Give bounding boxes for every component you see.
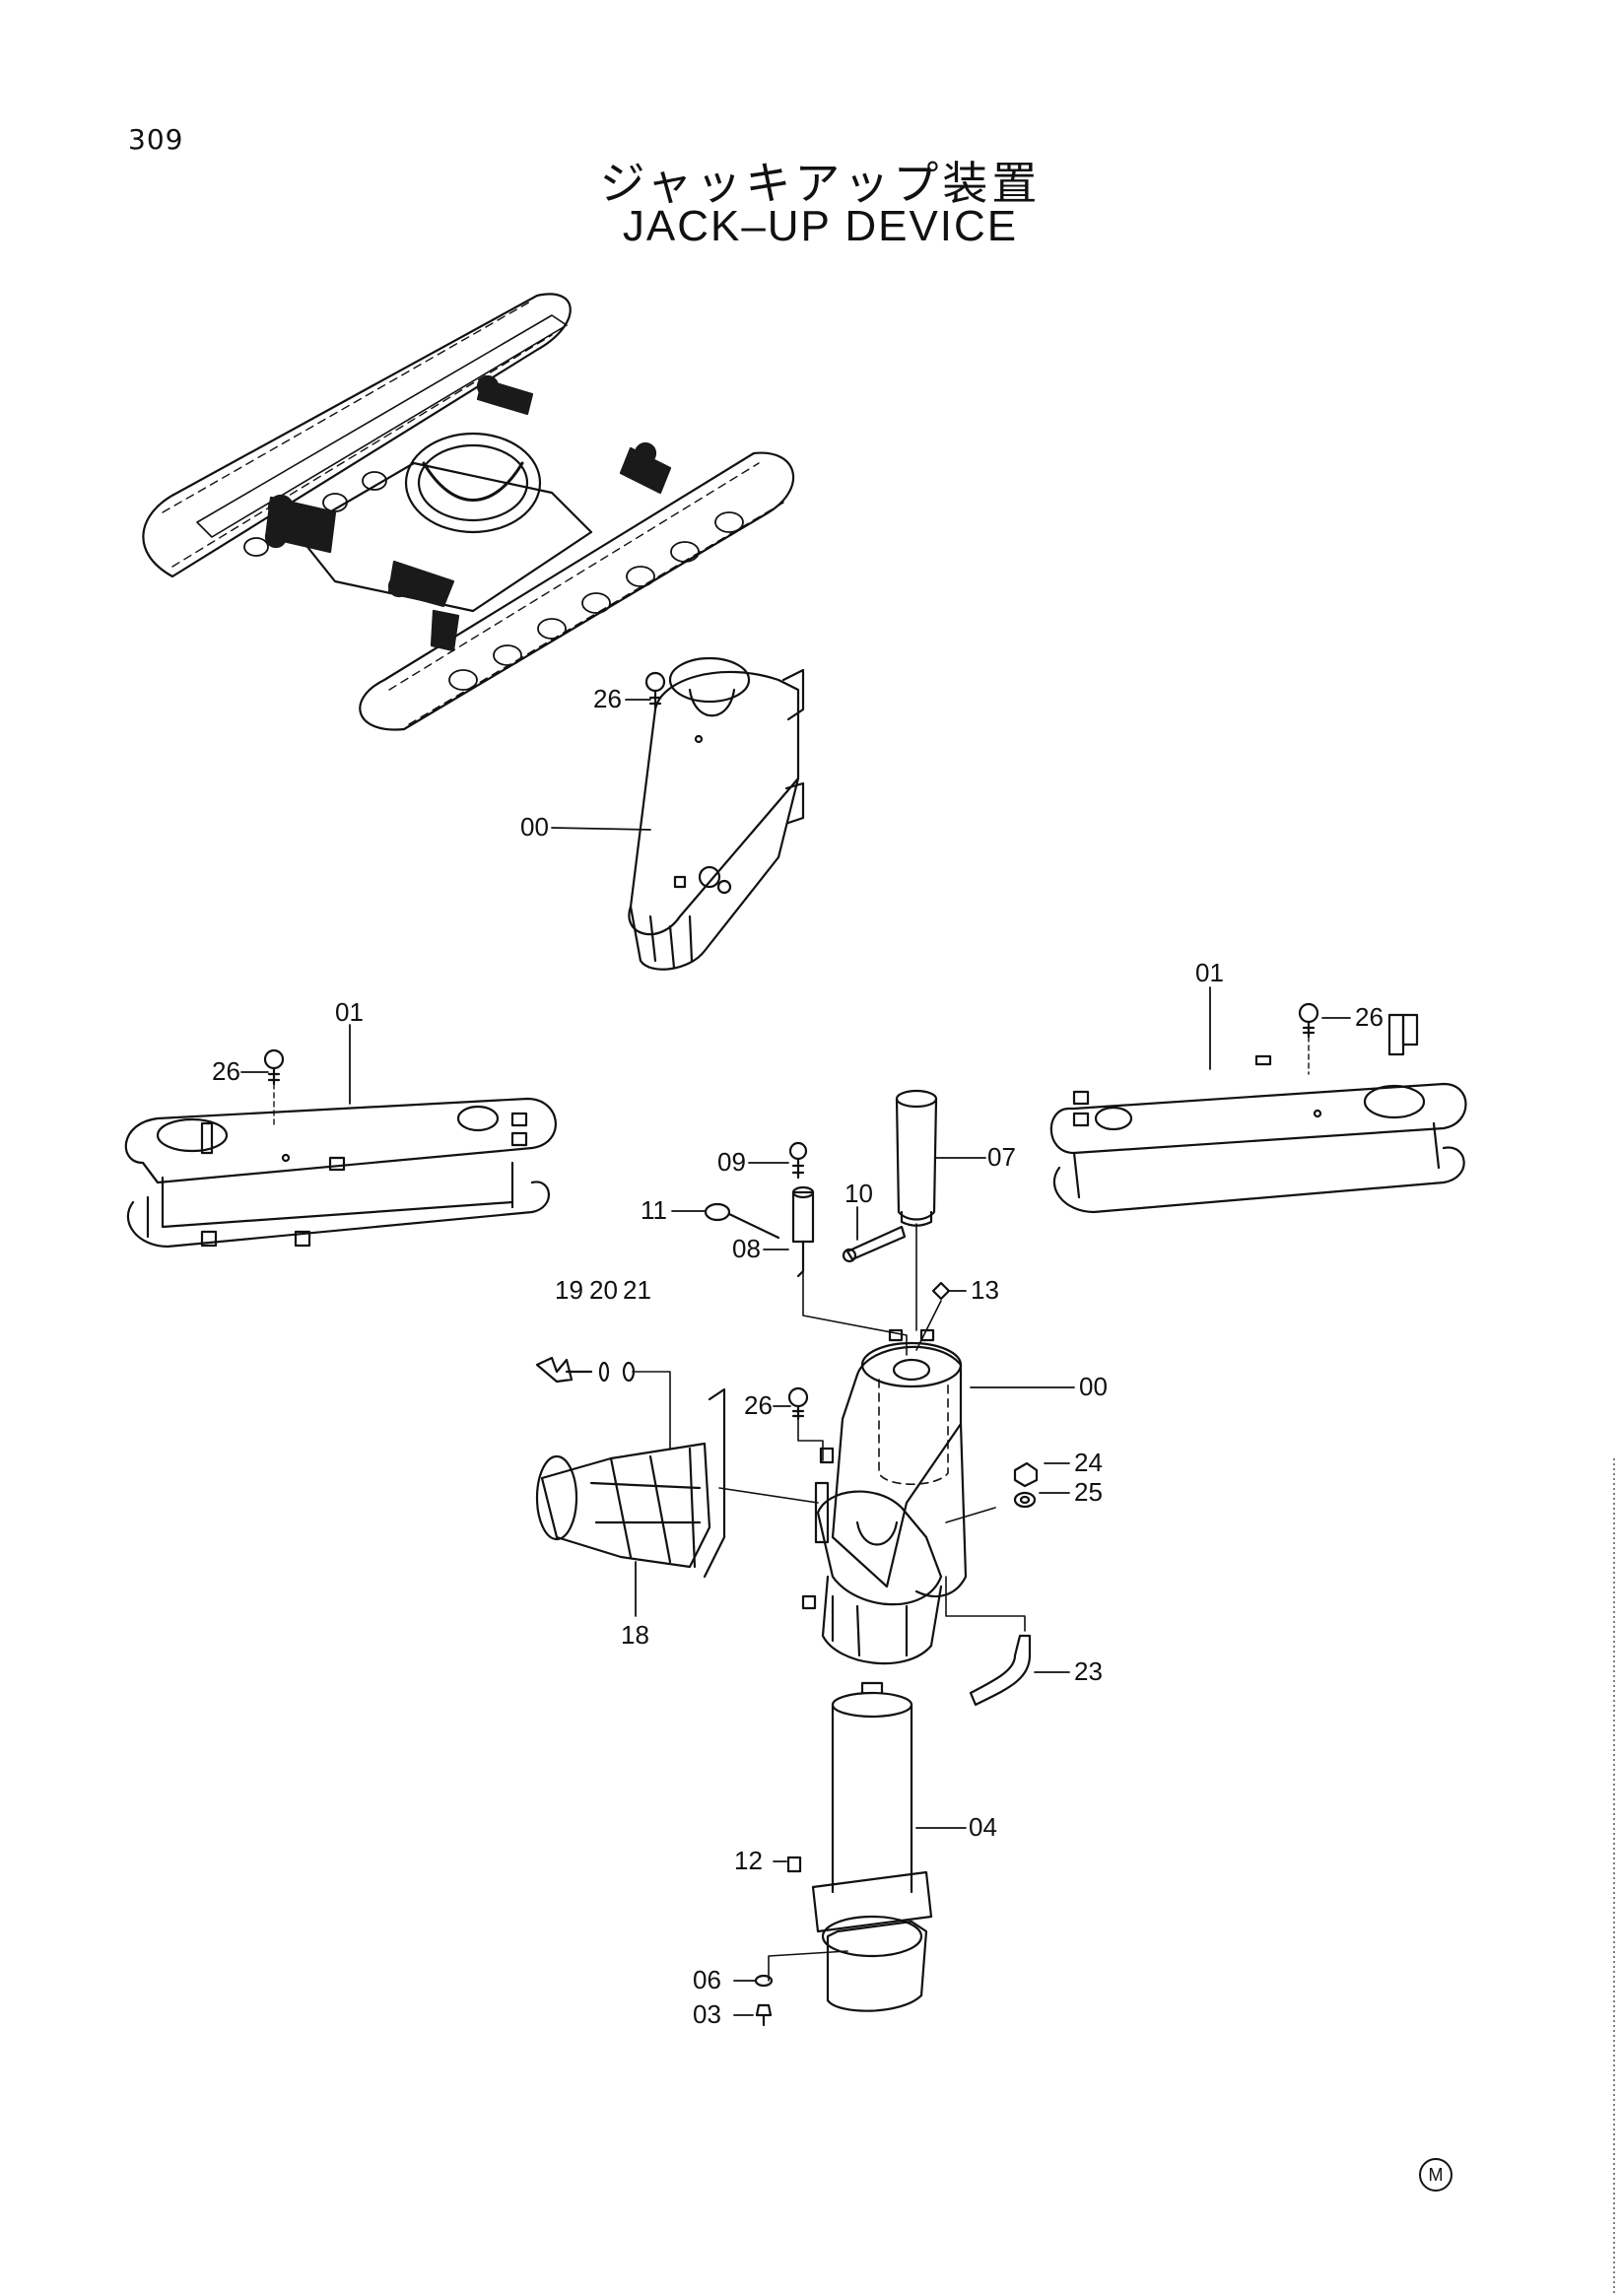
callout-label: 00 <box>520 812 549 842</box>
callout-label: 12 <box>734 1846 763 1875</box>
arm-01-right <box>1049 1002 1467 1214</box>
callout-label: 11 <box>641 1195 667 1225</box>
callout-label: 01 <box>335 997 364 1027</box>
callout-label: 09 <box>717 1147 746 1177</box>
cylinder-04 <box>754 1681 933 2027</box>
manual-mark-badge: M <box>1419 2158 1452 2192</box>
callout-labels: 26 00 01 26 01 26 09 07 10 11 08 13 19 2… <box>212 684 1384 2029</box>
title-english: JACK–UP DEVICE <box>622 202 1019 250</box>
stand-18 <box>535 1356 819 1579</box>
callout-label: 18 <box>621 1620 649 1650</box>
callout-label: 04 <box>969 1812 997 1842</box>
callout-label: 08 <box>732 1234 761 1263</box>
callout-label: 19 <box>555 1275 583 1305</box>
callout-label: 10 <box>844 1179 873 1208</box>
title-japanese: ジャッキアップ装置 <box>599 157 1042 210</box>
arm-01-left <box>124 1048 557 1249</box>
callout-label: 26 <box>1355 1002 1384 1032</box>
page-number: 309 <box>128 123 184 156</box>
callout-label: 24 <box>1074 1448 1103 1477</box>
callout-label: 26 <box>212 1056 240 1086</box>
callout-label: 00 <box>1079 1372 1108 1401</box>
assembly-00-main <box>787 1328 1039 1707</box>
undercarriage-overview <box>142 293 795 731</box>
callout-label: 26 <box>744 1390 773 1420</box>
callout-label: 13 <box>971 1275 999 1305</box>
callout-label: 20 <box>589 1275 618 1305</box>
callout-label: 01 <box>1195 958 1224 987</box>
callout-label: 03 <box>693 1999 721 2029</box>
callout-label: 23 <box>1074 1656 1103 1686</box>
pin-parts <box>704 1089 951 1356</box>
callout-label: 21 <box>623 1275 651 1305</box>
assembly-00-upper <box>628 656 805 971</box>
callout-leaders <box>240 699 1351 2016</box>
callout-label: 25 <box>1074 1477 1103 1507</box>
callout-label: 07 <box>987 1142 1016 1172</box>
callout-label: 26 <box>593 684 622 713</box>
callout-label: 06 <box>693 1965 721 1994</box>
